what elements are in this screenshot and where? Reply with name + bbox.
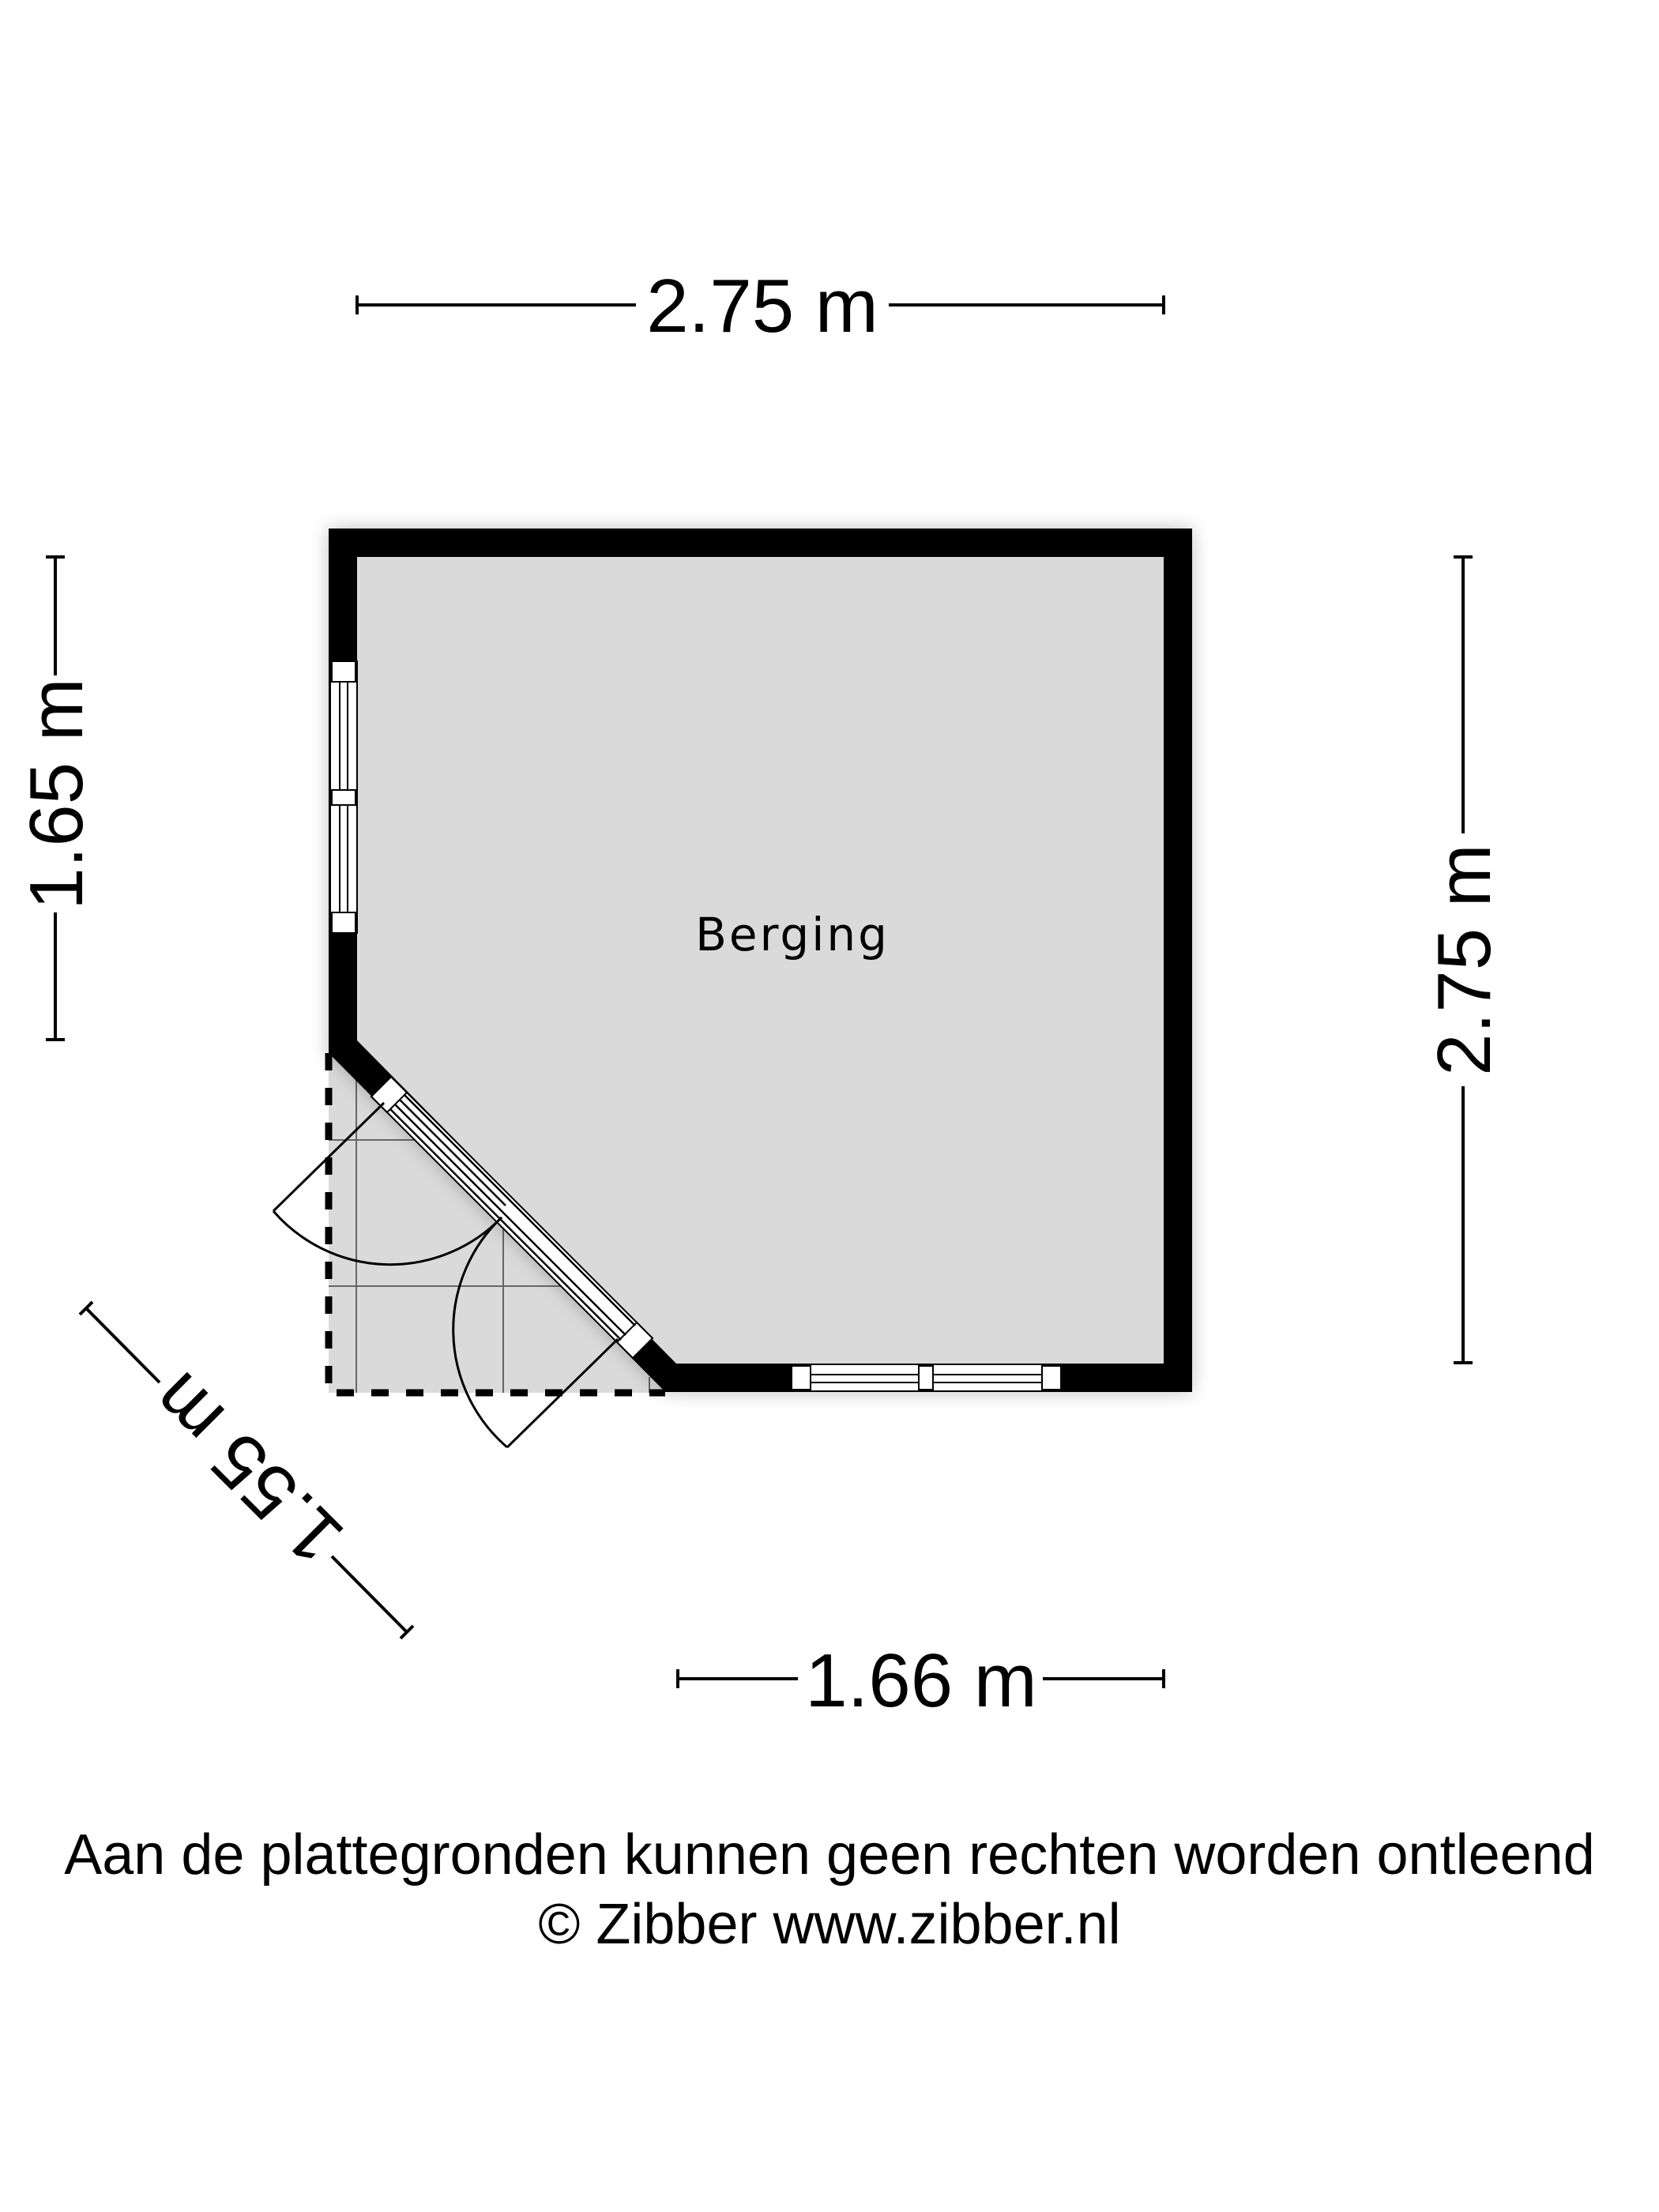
dimension-diagonal-label: 1.55 m (135, 1356, 359, 1580)
dimension-right: 2.75 m (1422, 555, 1507, 1364)
room-label: Berging (695, 908, 890, 961)
dimension-top-label: 2.75 m (646, 264, 878, 348)
room-berging (329, 529, 1192, 1392)
dimension-left: 1.65 m (14, 555, 99, 1041)
dimension-right-label: 2.75 m (1422, 844, 1507, 1075)
door-leaf-2 (506, 1337, 619, 1449)
door-diagonal (272, 1075, 654, 1449)
copyright-text: © Zibber www.zibber.nl (538, 1893, 1121, 1956)
dimension-bottom: 1.66 m (676, 1638, 1165, 1723)
dimension-bottom-label: 1.66 m (805, 1638, 1036, 1723)
dimension-left-label: 1.65 m (14, 678, 99, 909)
door-swing-arc-1 (272, 1210, 503, 1266)
window-left (329, 660, 358, 934)
door-leaf-1 (272, 1101, 386, 1213)
disclaimer-text: Aan de plattegronden kunnen geen rechten… (64, 1823, 1595, 1887)
dimension-top: 2.75 m (356, 264, 1165, 348)
window-bottom (791, 1364, 1062, 1392)
door-swing-arc-2 (452, 1216, 508, 1449)
floor (357, 557, 1164, 1364)
